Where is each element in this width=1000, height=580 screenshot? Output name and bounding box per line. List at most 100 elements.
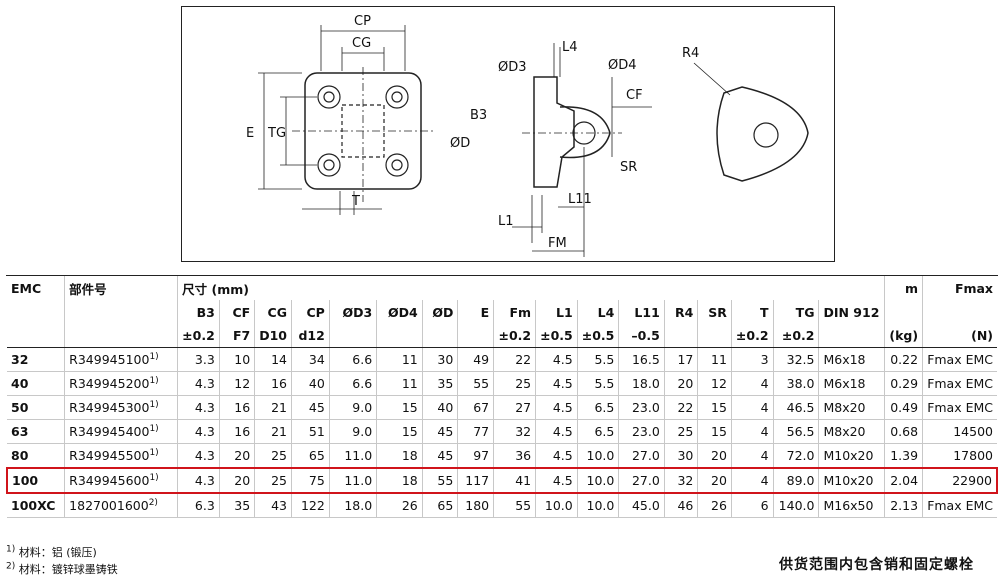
value-cell: 45	[421, 443, 458, 469]
value-cell: M10x20	[818, 467, 885, 494]
tolerance-cell	[328, 324, 377, 348]
blank-cell	[64, 300, 178, 324]
footnote-ref: 1)	[149, 447, 159, 458]
value-cell: 27	[493, 395, 536, 420]
fmax-cell: Fmax EMC	[922, 371, 997, 396]
value-cell: 11	[376, 347, 423, 372]
value-cell: 41	[493, 467, 536, 494]
value-cell: 4.5	[535, 419, 578, 444]
tolerance-cell: D10	[254, 324, 292, 348]
value-cell: 20	[663, 371, 698, 396]
label-cf: CF	[626, 88, 643, 103]
value-cell: M6x18	[818, 347, 885, 372]
value-cell: 122	[290, 493, 330, 518]
value-cell: 4.5	[535, 347, 578, 372]
value-cell: 3.3	[177, 347, 220, 372]
value-cell: M16x50	[818, 493, 885, 518]
value-cell: 4.5	[535, 467, 578, 494]
value-cell: 18.0	[328, 493, 377, 518]
value-cell: 30	[663, 443, 698, 469]
part-number-cell: R3499454001)	[64, 419, 178, 444]
value-cell: 51	[290, 419, 330, 444]
value-cell: 26	[697, 493, 732, 518]
value-cell: 5.5	[576, 371, 619, 396]
part-number: R349945100	[69, 352, 150, 368]
value-cell: 4.3	[177, 419, 220, 444]
value-cell: 27.0	[618, 467, 665, 494]
technical-drawing: CP CG E TG T ØD3 L4 ØD4 B3 CF ØD L11 SR …	[181, 6, 835, 262]
emc-cell: 32	[7, 347, 65, 372]
value-cell: 45	[421, 419, 458, 444]
value-cell: 4.3	[177, 395, 220, 420]
value-cell: 18	[376, 467, 423, 494]
subheader-cell: ØD4	[376, 300, 423, 324]
blank-cell	[7, 300, 65, 324]
value-cell: 11	[376, 371, 423, 396]
value-cell: 25	[254, 467, 292, 494]
value-cell: 15	[376, 419, 423, 444]
tolerance-cell: –0.5	[618, 324, 665, 348]
subheader-cell: Fm	[493, 300, 536, 324]
subheader-cell: T	[730, 300, 774, 324]
table-top-rule	[6, 275, 998, 276]
value-cell: 140.0	[772, 493, 819, 518]
footnote-2: 2) 材料：镀锌球墨铸铁	[6, 561, 118, 576]
label-r4: R4	[682, 46, 699, 61]
value-cell: 18	[376, 443, 423, 469]
value-cell: 10.0	[576, 493, 619, 518]
tolerance-cell	[697, 324, 732, 348]
value-cell: 46.5	[772, 395, 819, 420]
label-fm: FM	[548, 236, 567, 251]
header-m: m	[884, 276, 923, 300]
value-cell: 4.3	[177, 371, 220, 396]
subheader-cell: CP	[290, 300, 330, 324]
emc-cell: 100XC	[7, 493, 65, 518]
value-cell: 45	[290, 395, 330, 420]
tolerance-cell	[421, 324, 458, 348]
fmax-cell: 17800	[922, 443, 997, 469]
value-cell: 18.0	[618, 371, 665, 396]
footnote-ref: 1)	[149, 375, 159, 386]
value-cell: 6	[730, 493, 774, 518]
value-cell: 20	[218, 443, 255, 469]
value-cell: 40	[290, 371, 330, 396]
tolerance-cell: ±0.5	[535, 324, 578, 348]
header-size: 尺寸 (mm)	[177, 276, 885, 300]
value-cell: 46	[663, 493, 698, 518]
value-cell: 26	[376, 493, 423, 518]
value-cell: 12	[697, 371, 732, 396]
side-view	[512, 43, 652, 257]
label-d: ØD	[450, 136, 470, 151]
mass-cell: 0.68	[884, 419, 923, 444]
value-cell: 11	[697, 347, 732, 372]
mass-cell: 2.04	[884, 467, 923, 494]
value-cell: 15	[697, 395, 732, 420]
fmax-cell: Fmax EMC	[922, 395, 997, 420]
subheader-cell: TG	[772, 300, 819, 324]
front-view	[258, 25, 434, 215]
value-cell: 21	[254, 419, 292, 444]
value-cell: 17	[663, 347, 698, 372]
value-cell: 23.0	[618, 419, 665, 444]
value-cell: 36	[493, 443, 536, 469]
fmax-cell: Fmax EMC	[922, 493, 997, 518]
value-cell: 4	[730, 395, 774, 420]
label-e: E	[246, 126, 254, 141]
subheader-cell: R4	[663, 300, 698, 324]
subheader-cell: L4	[576, 300, 619, 324]
value-cell: 4.5	[535, 395, 578, 420]
footnote-ref: 1)	[149, 472, 159, 483]
value-cell: 4	[730, 371, 774, 396]
label-cg: CG	[352, 36, 371, 51]
value-cell: 11.0	[328, 467, 377, 494]
tolerance-cell	[818, 324, 885, 348]
label-l1: L1	[498, 214, 514, 229]
value-cell: 97	[457, 443, 494, 469]
tolerance-cell: F7	[218, 324, 255, 348]
blank-cell	[64, 324, 178, 348]
value-cell: 56.5	[772, 419, 819, 444]
value-cell: 77	[457, 419, 494, 444]
